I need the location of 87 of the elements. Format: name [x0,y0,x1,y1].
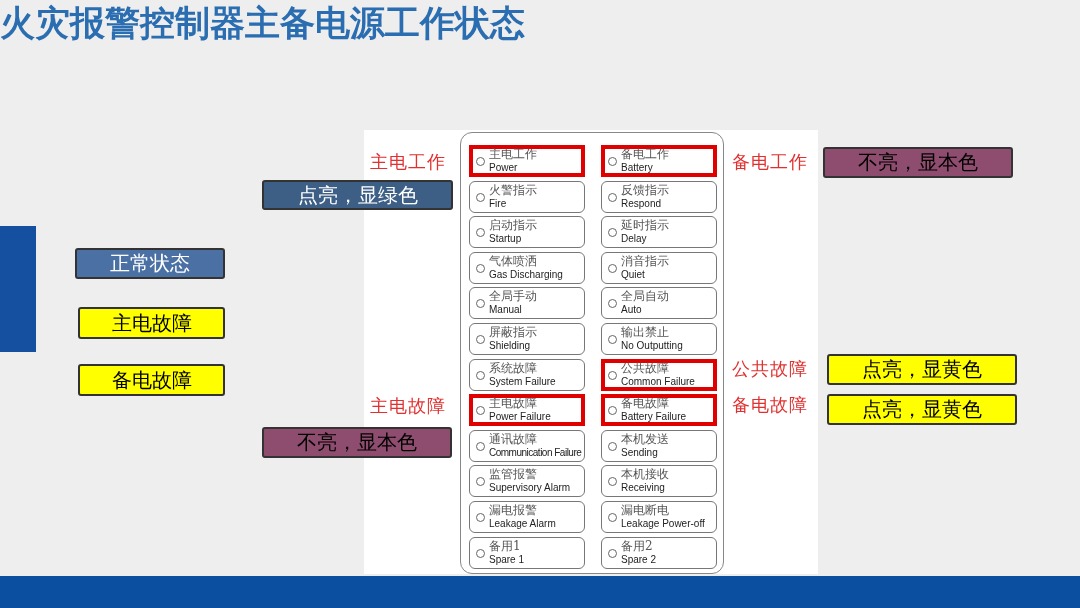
indicator-key [469,287,585,320]
indicator-label-english: Power [489,162,518,174]
status-callout: 备电故障 [78,364,225,396]
indicator-key [469,394,585,427]
indicator-label-chinese: 漏电断电 [621,503,669,517]
status-callout: 点亮，显黄色 [827,394,1017,425]
indicator-label-english: Supervisory Alarm [489,482,571,495]
indicator-label-english: Common Failure [621,375,695,388]
indicator-label-chinese: 启动指示 [489,218,537,233]
indicator-label-chinese: 系统故障 [489,360,537,375]
indicator-key [469,323,585,355]
indicator-label-english: Startup [489,233,522,246]
indicator-label-english: No Outputting [621,340,683,352]
slide-title: 火灾报警控制器主备电源工作状态 [0,2,526,45]
indicator-name-label: 主电工作 [370,150,446,174]
indicator-label-english: System Failure [489,375,556,388]
indicator-key [469,358,585,391]
indicator-label-english: Delay [621,233,647,246]
indicator-label-chinese: 全局自动 [621,289,669,304]
indicator-name-label: 主电故障 [370,394,446,418]
indicator-label-chinese: 备用1 [489,538,521,553]
indicator-key [601,429,717,462]
indicator-label-english: Leakage Alarm [489,518,556,530]
status-callout: 不亮，显本色 [262,427,452,458]
indicator-key [601,358,717,391]
indicator-label-english: Gas Discharging [489,268,563,281]
indicator-label-chinese: 延时指示 [621,218,669,233]
indicator-label-chinese: 本机发送 [621,431,669,446]
indicator-label-chinese: 反馈指示 [621,182,669,197]
indicator-label-chinese: 公共故障 [621,360,669,375]
indicator-name-label: 备电故障 [732,393,808,417]
indicator-key [601,394,717,427]
indicator-label-english: Communication Failure [489,446,582,459]
indicator-key [601,216,717,249]
indicator-key [469,465,585,498]
indicator-label-chinese: 漏电报警 [489,503,537,517]
indicator-label-english: Auto [621,304,642,317]
indicator-label-chinese: 全局手动 [489,289,537,304]
indicator-key [469,216,585,249]
indicator-label-english: Power Failure [489,411,551,424]
indicator-label-chinese: 通讯故障 [489,431,537,446]
indicator-key [469,429,585,462]
indicator-key [601,323,717,355]
indicator-label-english: Leakage Power-off [621,518,705,530]
status-callout: 点亮，显绿色 [262,180,453,210]
indicator-name-label: 公共故障 [732,357,808,381]
indicator-key [601,180,717,213]
indicator-label-english: Shielding [489,340,531,352]
indicator-key [601,501,717,533]
indicator-label-chinese: 火警指示 [489,182,537,197]
indicator-label-english: Spare 1 [489,553,525,566]
indicator-label-english: Quiet [621,268,645,281]
indicator-label-chinese: 主电故障 [489,396,537,411]
status-callout: 不亮，显本色 [823,147,1013,178]
status-callout: 正常状态 [75,248,225,279]
indicator-key [469,180,585,213]
indicator-label-english: Battery [621,162,653,174]
indicator-key [601,465,717,498]
indicator-key [469,145,585,177]
indicator-key [601,145,717,177]
indicator-label-english: Sending [621,446,658,459]
indicator-key [601,251,717,284]
indicator-key [469,251,585,284]
status-callout: 主电故障 [78,307,225,339]
indicator-key [469,536,585,569]
indicator-label-english: Fire [489,197,507,210]
indicator-label-english: Battery Failure [621,411,687,424]
indicator-key [469,501,585,533]
indicator-label-chinese: 屏蔽指示 [489,325,537,339]
indicator-label-chinese: 主电工作 [489,147,537,161]
indicator-label-chinese: 备用2 [621,538,653,553]
indicator-key [601,536,717,569]
indicator-label-chinese: 备电工作 [621,147,669,161]
indicator-label-chinese: 气体喷洒 [489,253,537,268]
indicator-label-chinese: 消音指示 [621,253,669,268]
indicator-label-chinese: 本机接收 [621,467,669,482]
indicator-key [601,287,717,320]
indicator-name-label: 备电工作 [732,150,808,174]
indicator-label-chinese: 备电故障 [621,396,669,411]
indicator-label-english: Spare 2 [621,553,657,566]
control-panel [460,132,724,574]
indicator-label-chinese: 输出禁止 [621,325,669,339]
indicator-label-english: Manual [489,304,522,317]
status-callout: 点亮，显黄色 [827,354,1017,385]
indicator-label-english: Receiving [621,482,665,495]
indicator-label-english: Respond [621,197,662,210]
indicator-label-chinese: 监管报警 [489,467,537,482]
